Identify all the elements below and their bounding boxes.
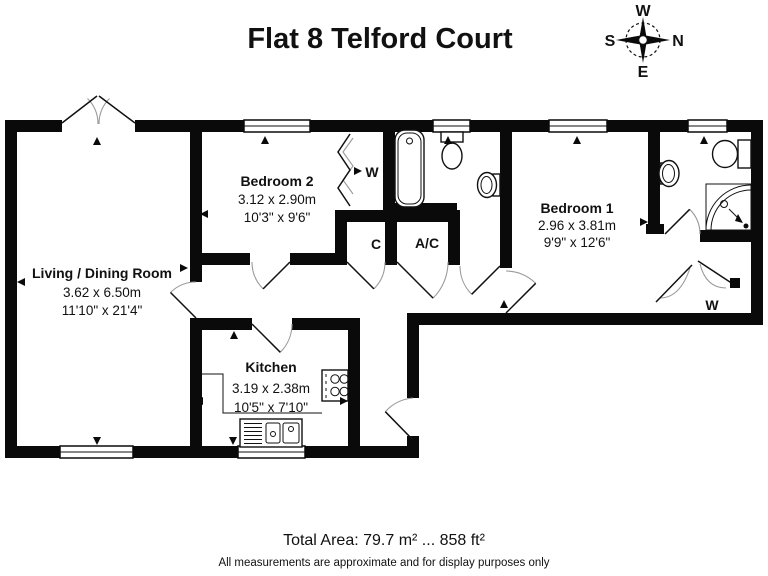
room-name: Living / Dining Room [32,265,172,281]
outer-walls [5,120,763,458]
kitchen-door [251,323,293,353]
room-metric: 3.12 x 2.90m [238,192,316,207]
room-name: Bedroom 2 [240,173,313,189]
window-bedroom1 [548,119,608,133]
room-label-bedroom1: Bedroom 1 2.96 x 3.81m 9'9" x 12'6" [538,200,616,250]
bathtub [394,129,425,208]
room-name: Bedroom 1 [540,200,613,216]
wardrobe-label-bed2: W [365,164,379,180]
ensuite-door [664,208,701,235]
wardrobe-bifold-bedroom2 [337,133,354,207]
window-kitchen-bottom [237,445,306,459]
total-area-text: Total Area: 79.7 m² ... 858 ft² [283,532,486,549]
closet-ac-door [396,261,449,299]
room-name: Kitchen [245,359,296,375]
compass-south: S [605,33,616,50]
inner-walls [190,120,763,458]
living-room-door [169,281,197,319]
room-label-living: Living / Dining Room 3.62 x 6.50m 11'10"… [32,265,172,318]
room-metric: 3.62 x 6.50m [63,285,141,300]
compass-east: E [638,64,649,81]
toilet [440,131,464,170]
window-bathroom [432,119,471,133]
room-metric: 3.19 x 2.38m [232,381,310,396]
closet-c-door [346,261,386,290]
window-living-bottom [59,445,134,459]
bathroom-sink [476,171,501,199]
room-metric: 2.96 x 3.81m [538,218,616,233]
wardrobe-label-bed1: W [705,297,719,313]
wardrobe-bifold-bedroom1 [655,260,740,303]
measurement-arrows [17,136,708,445]
room-imperial: 10'3" x 9'6" [244,210,311,225]
compass-west: W [635,3,651,20]
room-imperial: 9'9" x 12'6" [544,235,611,250]
bedroom1-door [505,270,537,314]
page-title: Flat 8 Telford Court [247,23,513,55]
bathroom-door [459,265,501,295]
closet-c-label: C [371,236,381,252]
window-ensuite [687,119,728,133]
window-bedroom2 [243,119,311,133]
kitchen-sink [239,418,303,448]
bedroom2-door [251,261,291,290]
shower [705,183,752,231]
ensuite-sink [658,159,680,188]
disclaimer-text: All measurements are approximate and for… [218,557,549,569]
french-doors-living [61,95,136,125]
room-label-kitchen: Kitchen 3.19 x 2.38m 10'5" x 7'10" [232,359,310,415]
room-imperial: 10'5" x 7'10" [234,400,308,415]
room-imperial: 11'10" x 21'4" [62,303,143,318]
compass-rose: W N S E [605,3,684,81]
stove [321,369,349,402]
front-door [384,397,414,441]
closet-ac-label: A/C [415,235,439,251]
kitchen-counter [202,373,322,414]
compass-north: N [672,33,684,50]
room-label-bedroom2: Bedroom 2 3.12 x 2.90m 10'3" x 9'6" [238,173,316,225]
doors [61,95,701,441]
ensuite-toilet [711,139,752,169]
windows [59,119,728,459]
